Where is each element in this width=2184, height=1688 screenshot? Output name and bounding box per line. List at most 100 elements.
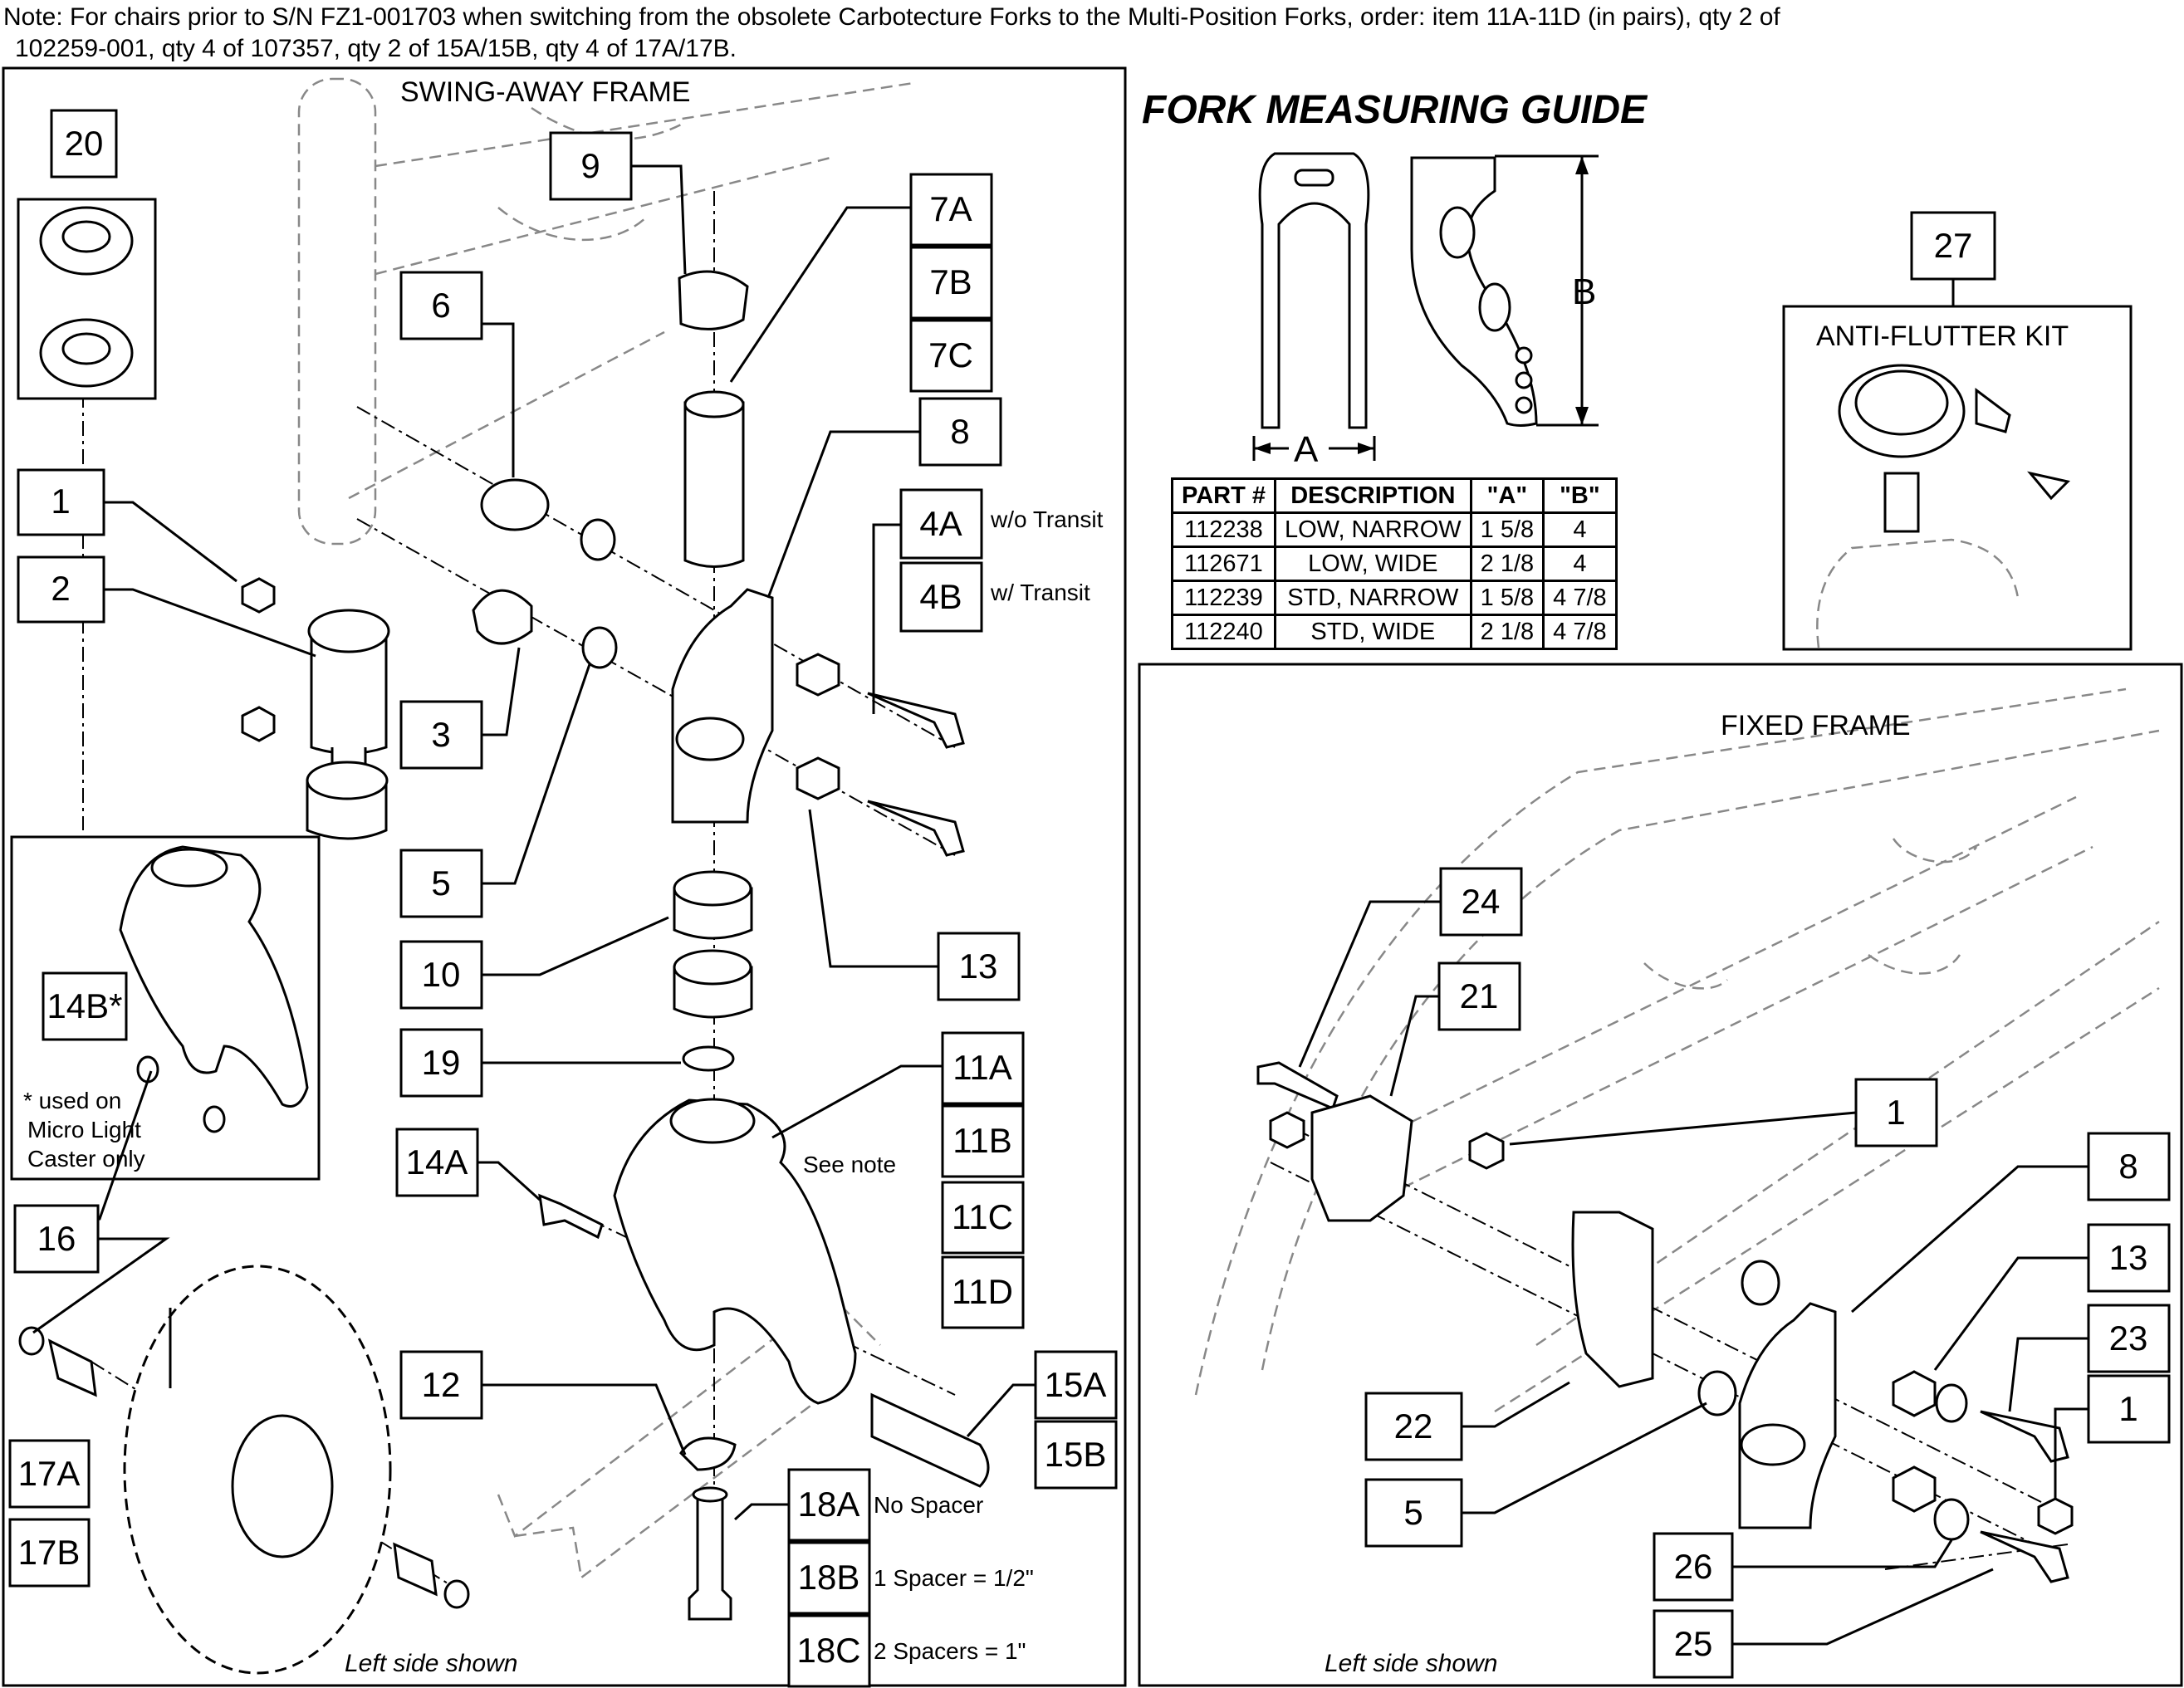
cell: 4 [1542,546,1618,582]
wo-transit-label: w/o Transit [990,506,1104,532]
callout-f26: 26 [1653,1532,1734,1602]
callout-15b: 15B [1034,1420,1118,1490]
bracket-8-icon [671,588,774,824]
fixed-ghost-frame [1194,687,2160,1413]
callout-3: 3 [399,700,483,770]
svg-text:17A: 17A [18,1454,81,1493]
callouts: 20 1 2 6 3 5 10 19 14A 12 9 7A 7B 7C 8 4… [8,109,2171,1688]
washer-16-icon [18,1326,45,1356]
cell: 2 1/8 [1469,546,1545,582]
callout-7b: 7B [909,246,993,320]
callout-18c: 18C [787,1614,871,1688]
washer-icon [580,518,616,561]
svg-text:5: 5 [431,864,450,903]
bolt-4-icon [867,800,965,857]
dim-b-label: B [1572,272,1596,312]
svg-text:9: 9 [580,146,600,185]
hex-nut-icon [1892,1370,1937,1417]
callout-10: 10 [399,940,483,1010]
washer-icon [1741,1260,1780,1306]
svg-text:14B*: 14B* [47,986,122,1025]
callout-6: 6 [399,271,483,340]
callout-20: 20 [50,109,118,179]
svg-text:17B: 17B [18,1533,81,1572]
washer-26-icon [1933,1498,1970,1541]
hex-nut-icon [241,577,276,614]
note-line-2: 102259-001, qty 4 of 107357, qty 2 of 15… [15,35,737,62]
table-header-row: PART # DESCRIPTION "A" "B" [1171,477,1618,514]
leader-lines [32,164,2089,1646]
cell: 112238 [1171,511,1276,548]
svg-text:21: 21 [1460,976,1499,1015]
col-b: "B" [1542,477,1618,514]
callout-7c: 7C [909,319,993,393]
swing-away-parts [18,270,990,1675]
no-spacer-label: No Spacer [874,1492,983,1518]
callout-4a: 4A [899,488,983,560]
svg-text:26: 26 [1674,1547,1713,1586]
table-row: 112240 STD, WIDE 2 1/8 4 7/8 [1171,614,1618,650]
svg-text:8: 8 [950,412,969,451]
callout-18b: 18B [787,1541,871,1615]
washer-icon [581,626,618,669]
callout-27: 27 [1910,211,1996,281]
inset-note-3: Caster only [27,1146,145,1172]
callout-f24: 24 [1439,867,1523,937]
svg-text:8: 8 [2118,1147,2137,1186]
svg-text:7A: 7A [929,189,972,228]
fixed-title: FIXED FRAME [1721,710,1911,741]
callout-16: 16 [13,1204,100,1274]
svg-text:7B: 7B [929,262,972,301]
cell: 112240 [1171,614,1276,650]
svg-text:10: 10 [422,955,461,994]
svg-text:1: 1 [2118,1389,2137,1428]
table-row: 112239 STD, NARROW 1 5/8 4 7/8 [1171,580,1618,616]
cell: 1 5/8 [1469,580,1545,616]
svg-text:1: 1 [51,482,70,521]
col-a: "A" [1469,477,1545,514]
svg-text:18B: 18B [798,1558,860,1597]
cell: 4 7/8 [1542,614,1618,650]
svg-text:15B: 15B [1045,1435,1107,1474]
table-row: 112671 LOW, WIDE 2 1/8 4 [1171,546,1618,582]
bearing-icon [39,206,134,388]
top-note: Note: For chairs prior to S/N FZ1-001703… [3,2,2162,65]
fixed-panel-frame [1138,663,2183,1687]
callout-f1a: 1 [1854,1078,1938,1147]
svg-text:18A: 18A [798,1485,860,1524]
callout-17b: 17B [8,1518,91,1588]
fork-guide-drawing [1252,152,1599,461]
svg-text:11B: 11B [952,1121,1012,1160]
svg-text:19: 19 [422,1043,461,1082]
callout-11c: 11C [941,1181,1025,1255]
callout-15a: 15A [1034,1350,1118,1420]
swing-away-title: SWING-AWAY FRAME [400,76,690,108]
hex-nut-icon [796,756,840,800]
hex-nut-icon [2037,1497,2074,1535]
anti-flutter-box [1782,305,2133,651]
callout-2: 2 [17,555,105,624]
one-spacer-label: 1 Spacer = 1/2" [874,1565,1034,1591]
spacer-17-icon [393,1542,438,1597]
svg-text:3: 3 [431,715,450,754]
spacer-17-icon [47,1338,97,1397]
washer-icon [1935,1383,1968,1423]
bolt-18-icon [688,1493,732,1621]
note-line-1: Note: For chairs prior to S/N FZ1-001703… [3,3,1780,31]
svg-text:11C: 11C [952,1197,1013,1236]
hex-nut-icon [1468,1132,1505,1170]
cell: 112671 [1171,546,1276,582]
svg-text:20: 20 [65,124,104,163]
cell: 112239 [1171,580,1276,616]
callout-17a: 17A [8,1439,91,1509]
two-spacers-label: 2 Spacers = 1" [874,1638,1026,1664]
svg-text:11A: 11A [952,1048,1012,1087]
svg-text:1: 1 [1886,1093,1905,1132]
clip-12-icon [679,1436,737,1471]
svg-text:5: 5 [1403,1493,1423,1532]
bracket-8-icon [1738,1302,1837,1529]
cell: 4 [1542,511,1618,548]
axle-15-icon [870,1392,990,1488]
text-labels: SWING-AWAY FRAME Left side shown FIXED F… [23,76,2069,1677]
callout-9: 9 [549,131,633,201]
